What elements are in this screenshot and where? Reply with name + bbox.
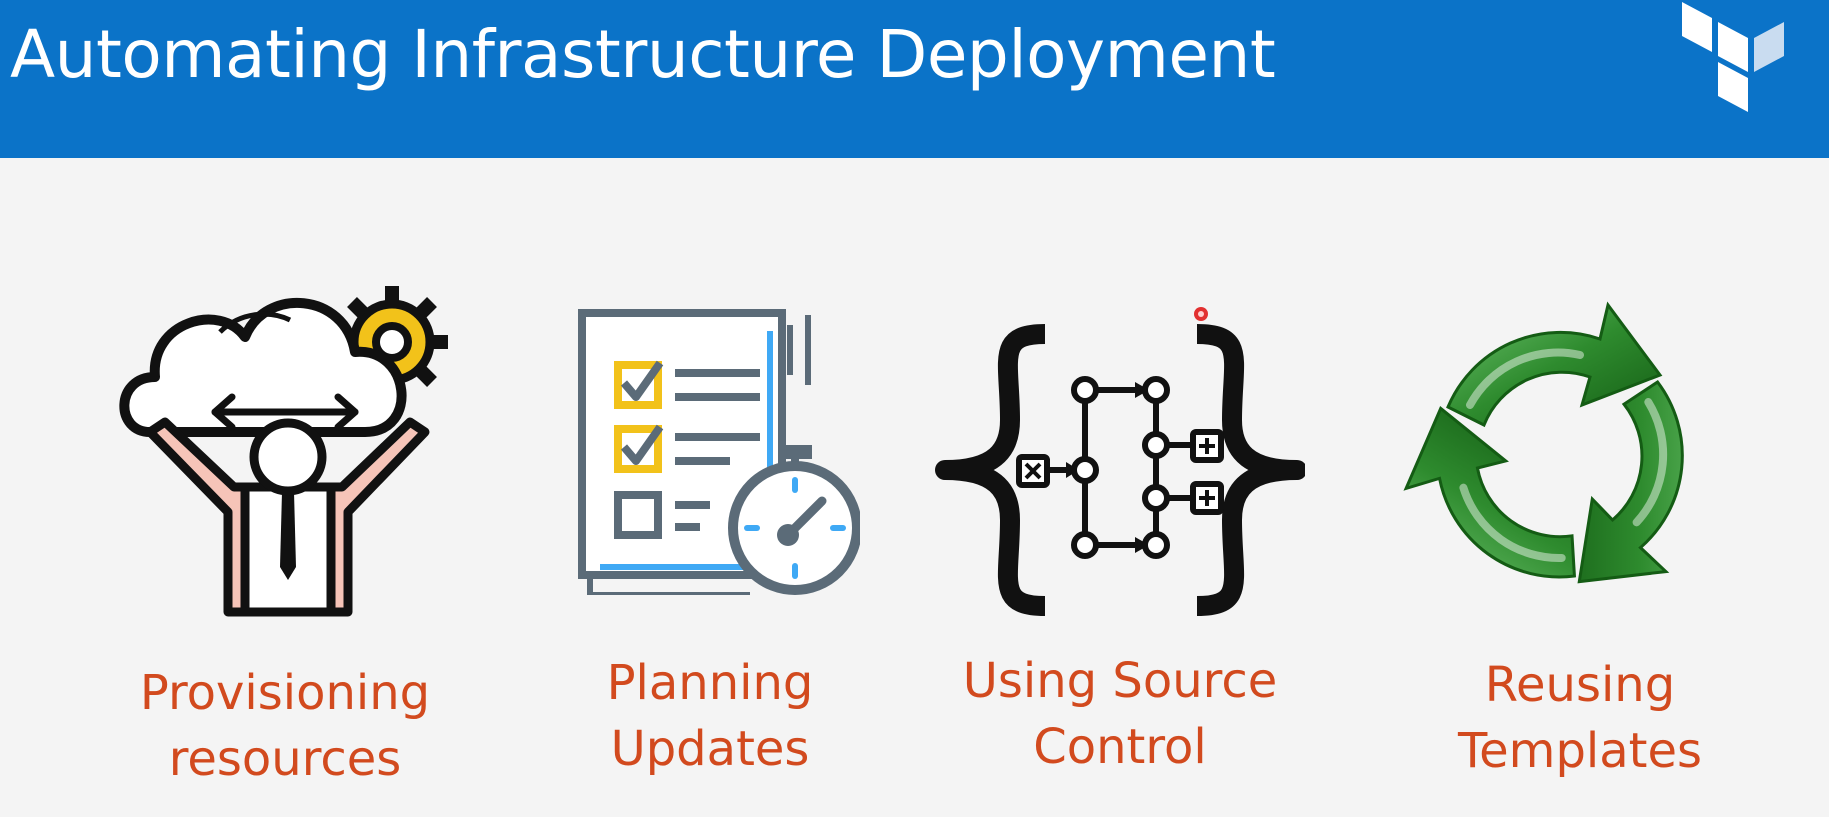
pointer-dot-icon [1194, 307, 1208, 321]
caption-line: Control [1033, 719, 1207, 775]
recycle-arrows-icon [1403, 301, 1684, 584]
caption-line: Provisioning [139, 665, 431, 721]
terraform-logo [1682, 2, 1784, 112]
source-control-braces-icon [935, 324, 1305, 616]
caption-planning: Planning Updates [560, 650, 860, 782]
checklist-stopwatch-icon [578, 309, 860, 595]
caption-line: resources [168, 731, 402, 787]
cloud-provisioning-icon [119, 286, 448, 617]
caption-provisioning: Provisioning resources [120, 660, 450, 792]
caption-line: Templates [1457, 723, 1703, 779]
slide-header: Automating Infrastructure Deployment [0, 0, 1829, 158]
slide-title: Automating Infrastructure Deployment [10, 16, 1276, 93]
caption-line: Reusing [1484, 657, 1676, 713]
caption-line: Using Source [962, 653, 1278, 709]
caption-source-control: Using Source Control [945, 648, 1295, 780]
caption-line: Planning [606, 655, 814, 711]
caption-reusing: Reusing Templates [1415, 652, 1745, 784]
caption-line: Updates [610, 721, 810, 777]
